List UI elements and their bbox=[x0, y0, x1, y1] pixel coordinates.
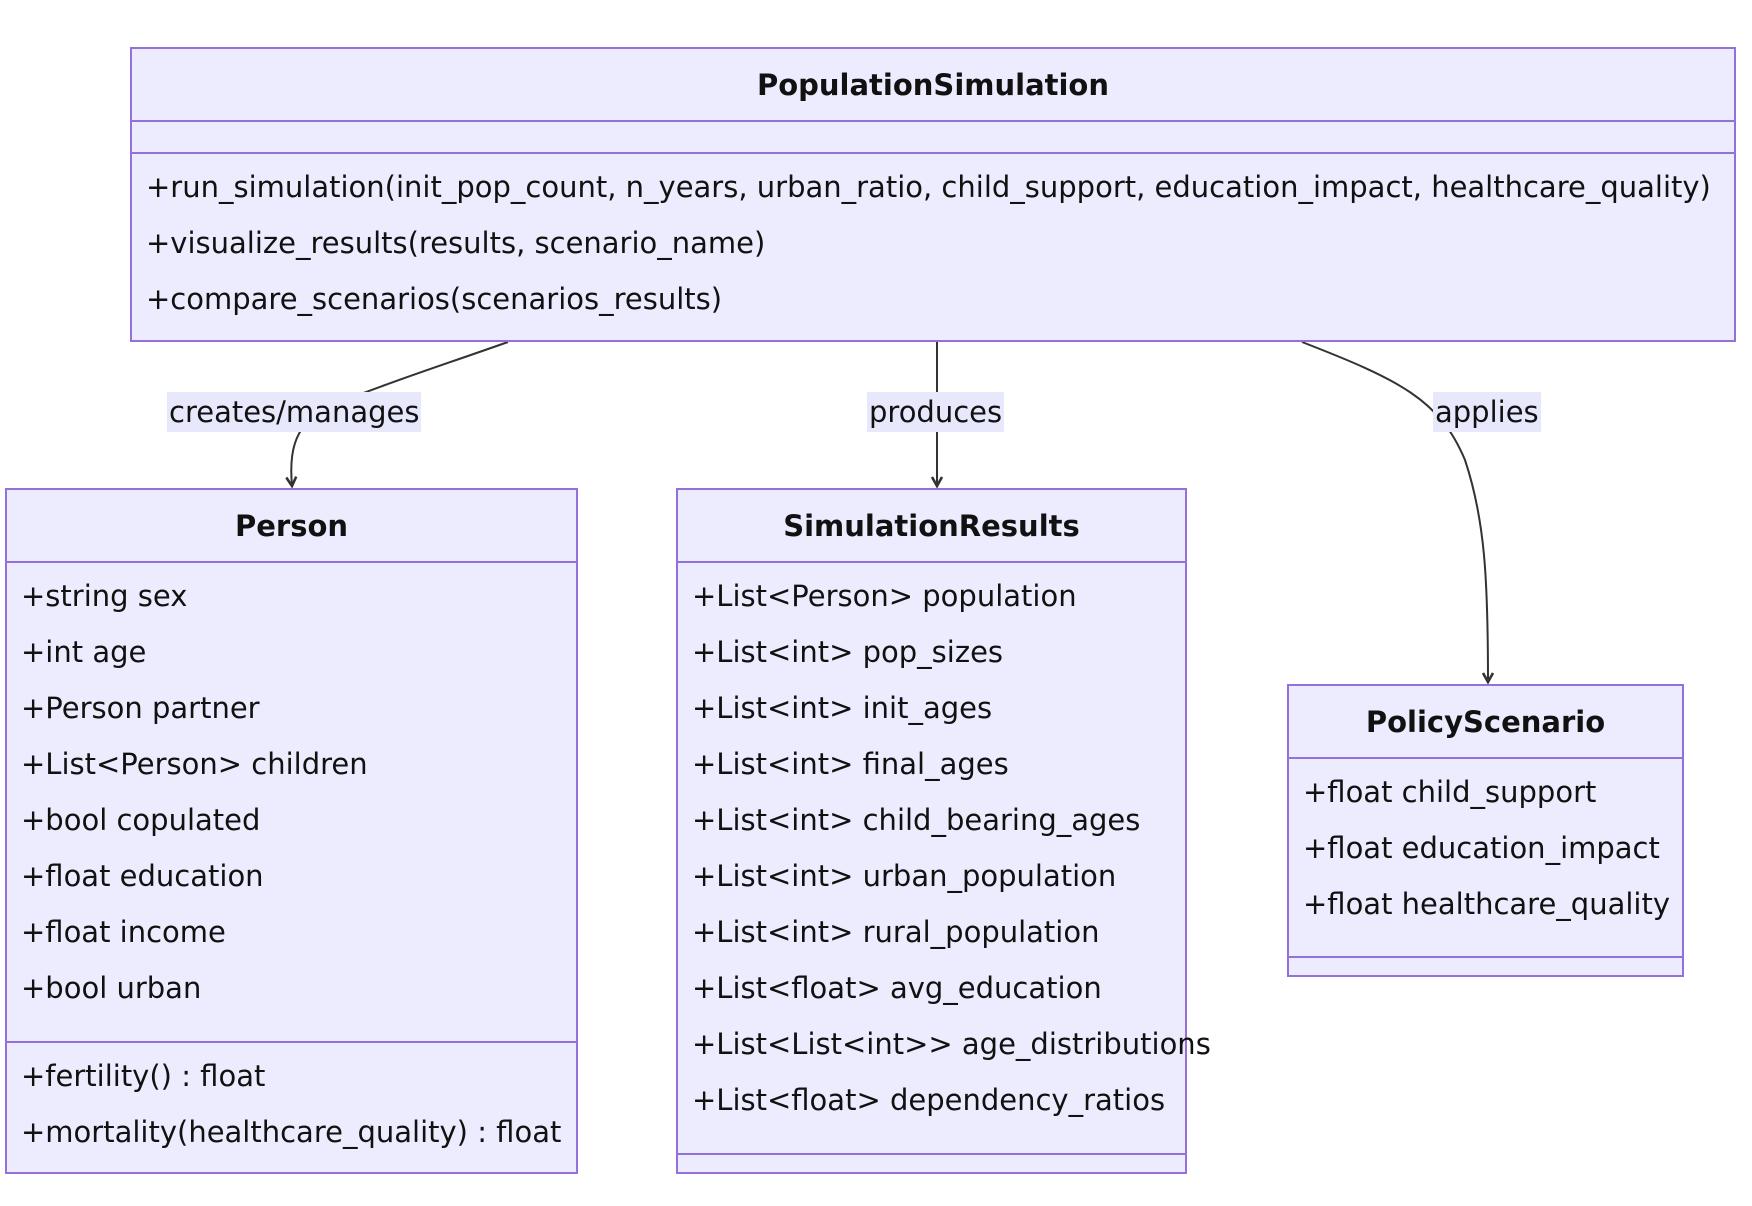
attributes-section: +List<Person> population +List<int> pop_… bbox=[678, 563, 1211, 1155]
edge-label-creates-manages: creates/manages bbox=[167, 392, 422, 432]
attribute-row: +string sex bbox=[21, 579, 188, 613]
attribute-row: +List<Person> population bbox=[692, 579, 1077, 613]
class-name: PopulationSimulation bbox=[132, 49, 1734, 122]
method-row: +run_simulation(init_pop_count, n_years,… bbox=[146, 170, 1711, 204]
attributes-section: +string sex +int age +Person partner +Li… bbox=[7, 563, 576, 1043]
class-name: SimulationResults bbox=[678, 490, 1185, 563]
attribute-row: +List<int> child_bearing_ages bbox=[692, 803, 1141, 837]
edge-applies bbox=[1301, 341, 1488, 682]
class-population-simulation: PopulationSimulation +run_simulation(ini… bbox=[130, 47, 1736, 342]
attribute-row: +float child_support bbox=[1303, 775, 1597, 809]
attribute-row: +List<int> pop_sizes bbox=[692, 635, 1004, 669]
attribute-row: +List<float> dependency_ratios bbox=[692, 1083, 1166, 1117]
class-person: Person +string sex +int age +Person part… bbox=[5, 488, 578, 1174]
attribute-row: +float healthcare_quality bbox=[1303, 887, 1671, 921]
attribute-row: +List<int> urban_population bbox=[692, 859, 1117, 893]
edge-label-applies: applies bbox=[1433, 392, 1541, 432]
method-row: +visualize_results(results, scenario_nam… bbox=[146, 226, 766, 260]
attribute-row: +int age bbox=[21, 635, 147, 669]
edge-label-produces: produces bbox=[867, 392, 1005, 432]
class-name: Person bbox=[7, 490, 576, 563]
attribute-row: +bool urban bbox=[21, 971, 202, 1005]
attribute-row: +List<int> final_ages bbox=[692, 747, 1009, 781]
attribute-row: +float income bbox=[21, 915, 226, 949]
method-row: +compare_scenarios(scenarios_results) bbox=[146, 282, 723, 316]
method-row: +fertility() : float bbox=[21, 1059, 266, 1093]
attribute-row: +float education_impact bbox=[1303, 831, 1660, 865]
attribute-row: +bool copulated bbox=[21, 803, 261, 837]
methods-section: +run_simulation(init_pop_count, n_years,… bbox=[132, 154, 1734, 327]
attribute-row: +List<int> init_ages bbox=[692, 691, 993, 725]
class-simulation-results: SimulationResults +List<Person> populati… bbox=[676, 488, 1211, 1174]
attribute-row: +Person partner bbox=[21, 691, 260, 725]
methods-section: +fertility() : float +mortality(healthca… bbox=[7, 1043, 576, 1160]
method-row: +mortality(healthcare_quality) : float bbox=[21, 1115, 562, 1149]
attribute-row: +float education bbox=[21, 859, 264, 893]
attributes-section: +float child_support +float education_im… bbox=[1289, 759, 1682, 958]
attribute-row: +List<int> rural_population bbox=[692, 915, 1100, 949]
class-policy-scenario: PolicyScenario +float child_support +flo… bbox=[1287, 684, 1684, 977]
attribute-row: +List<float> avg_education bbox=[692, 971, 1102, 1005]
attribute-row: +List<Person> children bbox=[21, 747, 368, 781]
attributes-section bbox=[132, 122, 1734, 154]
attribute-row: +List<List<int>> age_distributions bbox=[692, 1027, 1211, 1061]
class-name: PolicyScenario bbox=[1289, 686, 1682, 759]
